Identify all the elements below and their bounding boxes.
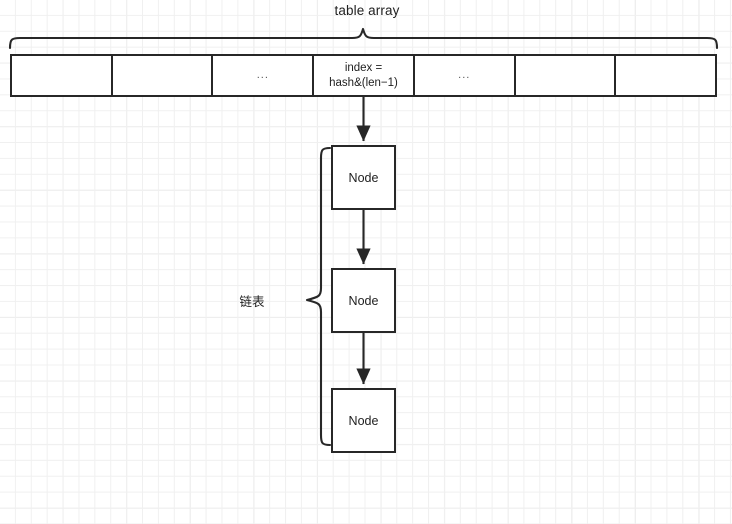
table-array-label: table array — [334, 3, 400, 18]
array-cell-4[interactable]: ... — [414, 56, 516, 95]
array-cell-4-ellipsis: ... — [458, 69, 471, 82]
array-cell-6[interactable] — [616, 56, 716, 95]
node-box-0-label: Node — [348, 170, 379, 185]
node-box-2-label: Node — [348, 413, 379, 428]
table-array-brace — [8, 27, 719, 50]
array-cell-1[interactable] — [112, 56, 214, 95]
array-cell-index-line-1: index = — [344, 61, 383, 74]
array-cell-0[interactable] — [12, 56, 113, 95]
node-box-0[interactable]: Node — [331, 145, 396, 210]
node-box-1[interactable]: Node — [331, 268, 396, 333]
linked-list-brace — [305, 146, 332, 447]
node-box-2[interactable]: Node — [331, 388, 396, 453]
array-cell-index-line-2: hash&(len−1) — [329, 76, 398, 89]
array-cell-index[interactable]: index = hash&(len−1) — [314, 56, 415, 95]
node-box-1-label: Node — [348, 293, 379, 308]
table-array: ... index = hash&(len−1) ... — [10, 54, 717, 97]
array-cell-2[interactable]: ... — [213, 56, 315, 95]
array-cell-5[interactable] — [515, 56, 617, 95]
linked-list-label: 链表 — [239, 294, 265, 309]
array-cell-2-ellipsis: ... — [256, 69, 269, 82]
